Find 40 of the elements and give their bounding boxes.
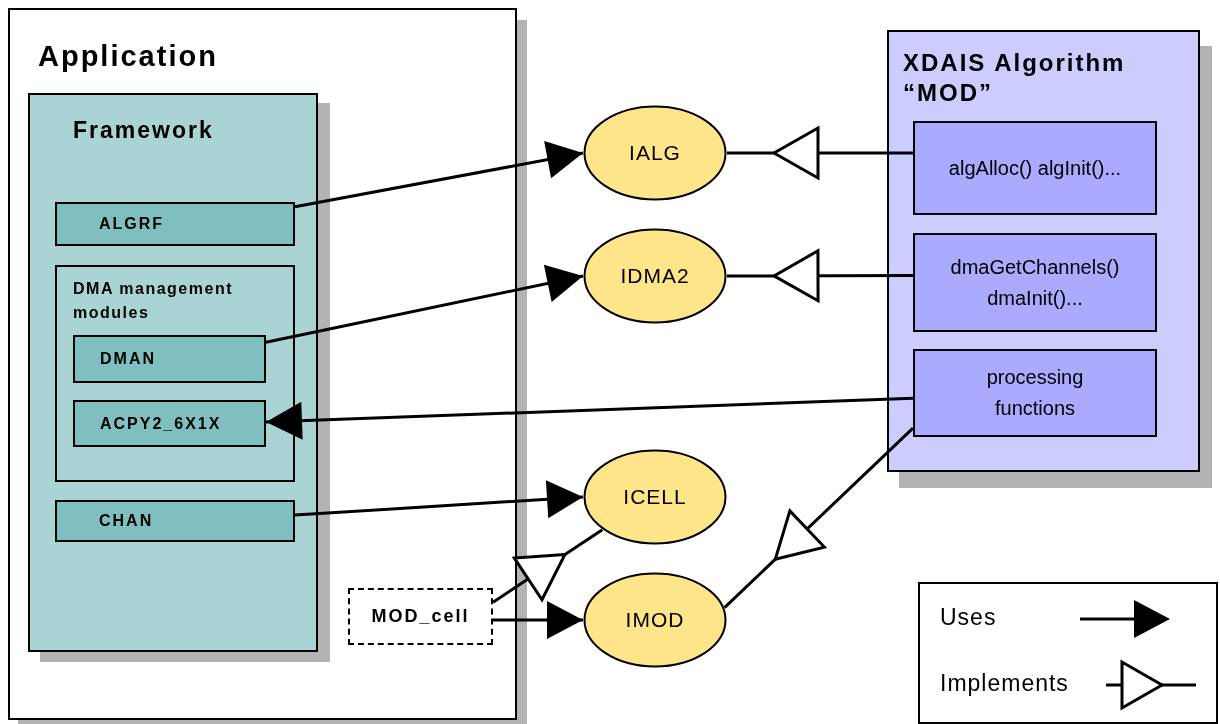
group-title: DMA management modules: [73, 279, 234, 323]
interface-label: ICELL: [622, 484, 688, 510]
module-label: DMAN: [100, 349, 156, 369]
legend-label: Uses: [940, 604, 997, 631]
implements-arrow: [727, 126, 913, 180]
uses-arrow: [294, 480, 584, 519]
implements-arrow: [727, 249, 913, 303]
interface-ellipse: [583, 449, 727, 545]
function-box: [913, 233, 1157, 332]
legend-label: Implements: [940, 670, 1069, 697]
panel-title: XDAIS Algorithm “MOD”: [903, 48, 1127, 108]
interface-ellipse: [583, 105, 727, 201]
interface-ellipse: [583, 572, 727, 668]
node-label: MOD_cell: [370, 605, 471, 628]
uses-arrow: [265, 264, 584, 344]
module-group-box: [55, 265, 295, 482]
interface-ellipse: [583, 228, 727, 324]
module-box: [73, 400, 266, 447]
interface-label: IMOD: [624, 607, 686, 633]
function-label: dmaGetChannels() dmaInit()...: [949, 254, 1121, 311]
panel-title: Framework: [73, 117, 214, 144]
uses-arrow: [294, 140, 584, 209]
module-label: ALGRF: [99, 214, 165, 234]
function-label: processing functions: [985, 365, 1085, 421]
module-label: ACPY2_6X1X: [100, 413, 222, 434]
module-box: [55, 202, 295, 246]
interface-label: IALG: [628, 140, 682, 166]
dashed-box: [348, 588, 493, 645]
function-box: [913, 121, 1157, 215]
module-box: [55, 500, 295, 542]
function-label: algAlloc() algInit()...: [947, 155, 1123, 181]
interface-label: IDMA2: [619, 263, 691, 289]
implements-arrow: [492, 528, 604, 604]
module-label: CHAN: [99, 511, 154, 531]
panel-title: Application: [38, 40, 218, 73]
function-box: [913, 349, 1157, 437]
implements-arrow: [723, 427, 915, 609]
module-box: [73, 335, 266, 383]
uses-arrow: [493, 600, 583, 639]
uses-arrow: [265, 396, 914, 440]
